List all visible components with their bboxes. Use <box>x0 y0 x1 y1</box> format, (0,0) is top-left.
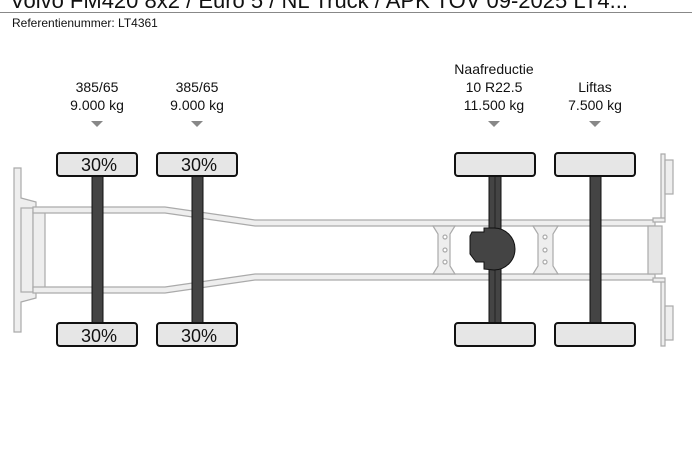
axle-3-label: Naafreductie 10 R22.5 11.500 kg <box>434 60 554 114</box>
axle-1-tire-bottom <box>56 322 138 347</box>
axle-4-type: Liftas <box>578 79 612 95</box>
axle-3-tire-size: 10 R22.5 <box>465 79 523 95</box>
differential-icon <box>469 227 516 271</box>
axle-4-weight: 7.500 kg <box>568 97 622 113</box>
axle-2-tire-bottom <box>156 322 238 347</box>
axle-1-shaft <box>91 175 104 324</box>
axle-4-marker-icon <box>589 121 601 127</box>
axle-1-bottom-tread: 30% <box>81 326 117 346</box>
axle-1-marker-icon <box>91 121 103 127</box>
axle-1-tire-top <box>56 152 138 177</box>
markers <box>91 121 601 127</box>
axle-2-bottom-tread: 30% <box>181 326 217 346</box>
axle-3-weight: 11.500 kg <box>463 97 525 113</box>
divider <box>0 12 692 13</box>
frame-rail-top <box>32 206 656 227</box>
tires <box>56 152 636 347</box>
axle-1-tire-size: 385/65 <box>75 79 119 95</box>
frame <box>13 153 674 347</box>
axles <box>91 175 602 324</box>
frame-rail-bottom <box>32 273 656 294</box>
axle-2-shaft <box>191 175 204 324</box>
axle-4-tire-bottom <box>554 322 636 347</box>
axle-3-marker-icon <box>488 121 500 127</box>
axle-3-type: Naafreductie <box>454 61 534 77</box>
rear-bumper <box>652 153 666 347</box>
axle-4-label: Liftas 7.500 kg <box>535 78 655 114</box>
axle-2-tire-size: 385/65 <box>175 79 219 95</box>
axle-2-marker-icon <box>191 121 203 127</box>
axle-2-top-tread: 30% <box>181 155 217 175</box>
page-title: Volvo FM420 8x2 / Euro 5 / NL Truck / AP… <box>10 0 628 13</box>
reference-number: Referentienummer: LT4361 <box>12 16 158 30</box>
axle-3-tire-bottom <box>454 322 536 347</box>
axle-1-top-tread: 30% <box>81 155 117 175</box>
axle-1-weight: 9.000 kg <box>70 97 124 113</box>
axle-3-tire-top <box>454 152 536 177</box>
axle-4-shaft <box>589 175 602 324</box>
axle-2-label: 385/65 9.000 kg <box>137 78 257 114</box>
axle-2-tire-top <box>156 152 238 177</box>
axle-2-weight: 9.000 kg <box>170 97 224 113</box>
axle-1-label: 385/65 9.000 kg <box>37 78 157 114</box>
axle-4-tire-top <box>554 152 636 177</box>
